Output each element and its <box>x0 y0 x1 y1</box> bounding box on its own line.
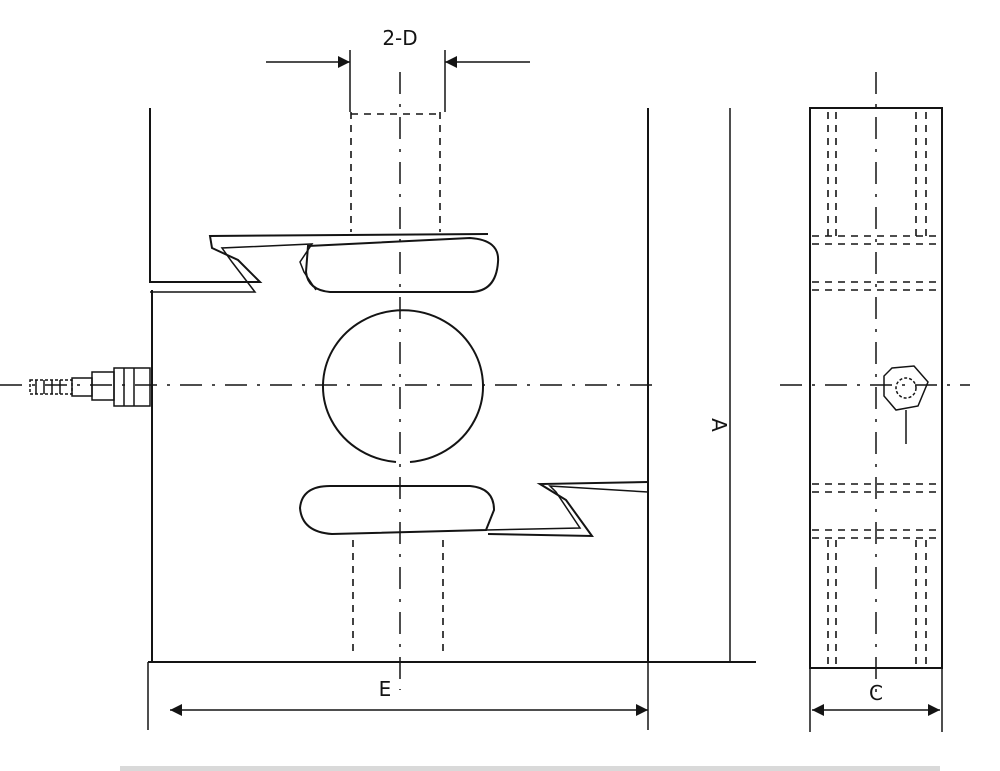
height-dimension: A <box>707 108 731 662</box>
upper-slot <box>304 236 500 293</box>
thickness-dimension: C <box>809 668 943 732</box>
lower-slot <box>298 485 496 536</box>
width-dim-label: E <box>379 677 392 701</box>
upper-block-outline <box>149 108 489 283</box>
thickness-dim-label: C <box>869 681 883 705</box>
thread-dim-label: 2-D <box>382 26 417 50</box>
thread-dimension: 2-D <box>266 26 530 112</box>
lower-notch <box>485 485 649 531</box>
front-view: 2-D A E <box>0 26 756 730</box>
cable-gland <box>29 367 151 407</box>
bottom-rule <box>120 766 940 771</box>
side-connector <box>883 365 929 444</box>
height-dim-label: A <box>707 418 731 432</box>
side-view: C <box>780 72 970 732</box>
lower-notch-outer <box>487 481 649 538</box>
upper-notch <box>150 243 317 293</box>
center-hole <box>322 309 484 463</box>
width-dimension: E <box>147 662 649 730</box>
